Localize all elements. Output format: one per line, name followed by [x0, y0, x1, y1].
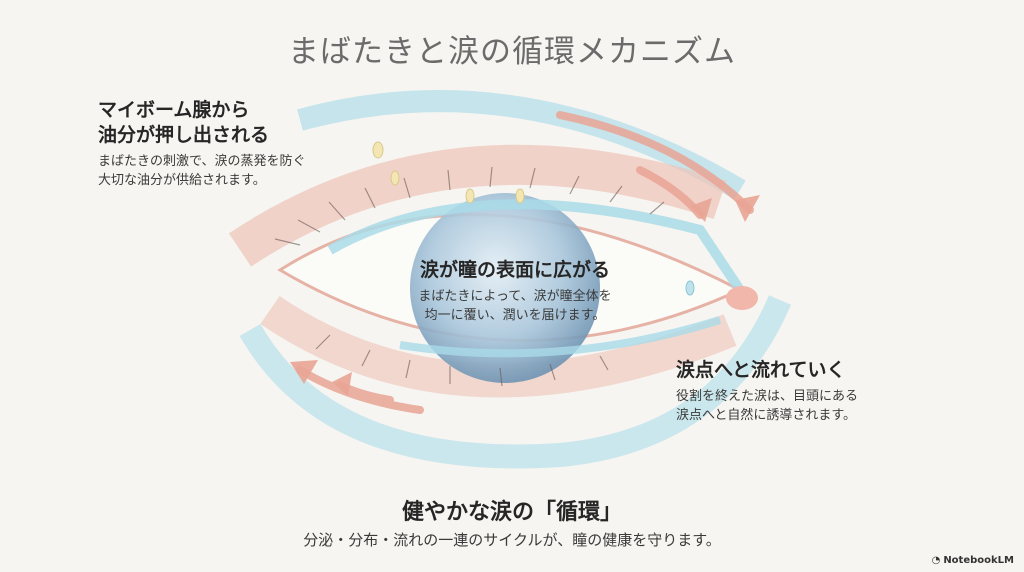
arrowhead: [690, 198, 712, 222]
tear-film-lower: [399, 316, 722, 358]
notebooklm-icon: ◔: [931, 555, 941, 566]
meibomian-heading-2: 油分が押し出される: [98, 124, 270, 146]
notebooklm-label: NotebookLM: [943, 555, 1014, 566]
upper-lashes: [274, 166, 665, 246]
drain-text-2: 涙点へと自然に誘導されます。: [676, 408, 857, 423]
eyelashes: [274, 166, 665, 387]
drain-text-1: 役割を終えた涙は、目頭にある: [676, 389, 859, 404]
oil-droplet: [465, 188, 475, 204]
summary-text: 分泌・分布・流れの一連のサイクルが、瞳の健康を守ります。: [303, 531, 721, 549]
notebooklm-logo: ◔ NotebookLM: [932, 555, 1014, 566]
spread-text-2: 均一に覆い、潤いを届けます。: [424, 308, 606, 323]
caruncle: [726, 286, 758, 310]
upper-eyelid: [228, 144, 727, 267]
oil-droplet: [515, 188, 525, 204]
lower-tear-flow: [239, 295, 792, 469]
summary: 健やかな涙の「循環」 分泌・分布・流れの一連のサイクルが、瞳の健康を守ります。: [0, 498, 1024, 552]
spread-callout: 涙が瞳の表面に広がる まばたきによって、涙が瞳全体を 均一に覆い、潤いを届けます…: [380, 258, 650, 325]
iris: [410, 193, 600, 383]
tear-droplet: [685, 280, 695, 296]
arrowhead: [332, 372, 352, 396]
arrowhead: [290, 360, 318, 384]
lower-lashes: [315, 334, 609, 387]
meibomian-heading-1: マイボーム腺から: [98, 99, 250, 121]
flow-arrow-shaft: [556, 111, 754, 214]
drain-heading: 涙点へと流れていく: [676, 359, 846, 381]
summary-heading: 健やかな涙の「循環」: [401, 500, 622, 525]
arrowhead: [735, 195, 760, 222]
oil-droplet: [372, 141, 384, 159]
meibomian-text-1: まばたきの刺激で、涙の蒸発を防ぐ: [98, 154, 306, 169]
oil-droplet: [390, 170, 400, 186]
spread-heading: 涙が瞳の表面に広がる: [419, 259, 610, 281]
tear-film-upper: [327, 199, 745, 293]
oil-droplets: [372, 141, 695, 296]
meibomian-callout: マイボーム腺から 油分が押し出される まばたきの刺激で、涙の蒸発を防ぐ 大切な油…: [98, 98, 305, 190]
page-title: まばたきと涙の循環メカニズム: [288, 34, 736, 70]
drain-callout: 涙点へと流れていく 役割を終えた涙は、目頭にある 涙点へと自然に誘導されます。: [676, 358, 858, 425]
arrowheads: [290, 195, 760, 396]
meibomian-text-2: 大切な油分が供給されます。: [98, 173, 266, 188]
spread-text-1: まばたきによって、涙が瞳全体を: [418, 289, 612, 304]
